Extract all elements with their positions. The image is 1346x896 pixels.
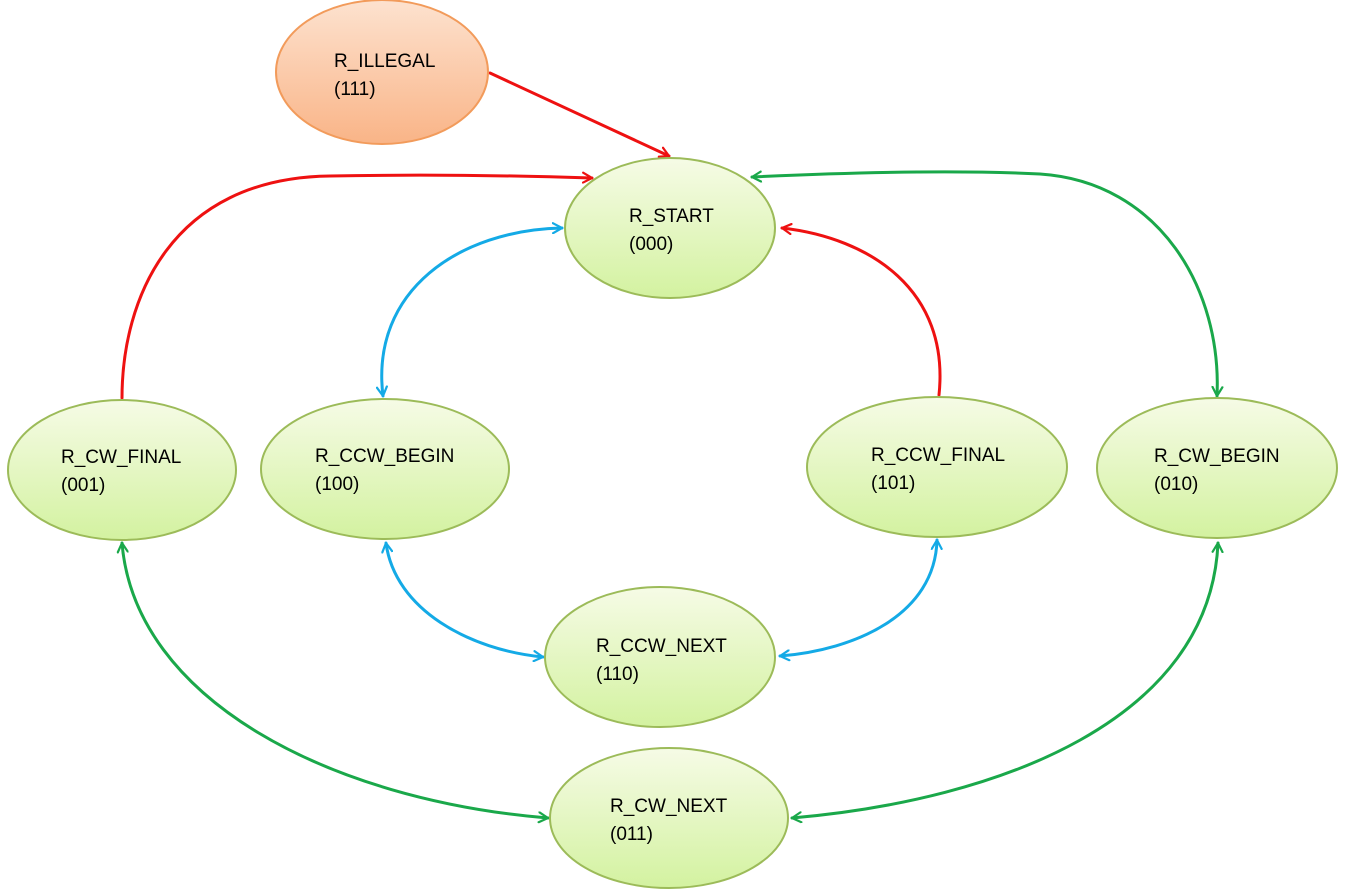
state-ccw-begin-name: R_CCW_BEGIN <box>315 446 454 467</box>
transition-illegal-to-start <box>488 71 671 156</box>
state-cw-final: R_CW_FINAL (001) <box>7 399 237 541</box>
state-ccw-next-name: R_CCW_NEXT <box>596 636 727 657</box>
state-cw-final-name: R_CW_FINAL <box>61 447 181 468</box>
state-start-name: R_START <box>629 206 714 227</box>
transition-cw-next-cw-begin <box>790 541 1218 818</box>
transition-ccw-next-ccw-final <box>778 538 937 656</box>
state-ccw-final-name: R_CCW_FINAL <box>871 445 1005 466</box>
transition-ccw-begin-ccw-next <box>386 541 545 657</box>
transition-ccw-final-to-start <box>780 228 942 397</box>
transition-cw-final-to-start <box>120 175 594 400</box>
state-cw-begin-name: R_CW_BEGIN <box>1154 446 1280 467</box>
state-ccw-next: R_CCW_NEXT (110) <box>544 586 776 728</box>
state-cw-next-code: (011) <box>610 824 653 845</box>
state-start: R_START (000) <box>564 157 776 299</box>
state-illegal: R_ILLEGAL (111) <box>275 0 489 145</box>
state-cw-begin-code: (010) <box>1154 474 1198 495</box>
state-ccw-final-code: (101) <box>871 473 915 494</box>
transitions <box>120 71 1218 818</box>
state-cw-next-name: R_CW_NEXT <box>610 796 728 817</box>
state-cw-next: R_CW_NEXT (011) <box>549 747 789 889</box>
state-start-code: (000) <box>629 234 673 255</box>
state-ccw-begin-code: (100) <box>315 474 359 495</box>
transition-start-ccw-begin <box>382 228 564 398</box>
state-ccw-next-code: (110) <box>596 664 639 685</box>
state-cw-begin: R_CW_BEGIN (010) <box>1096 397 1338 539</box>
transition-start-cw-begin <box>750 170 1217 398</box>
transition-cw-final-cw-next <box>122 541 550 818</box>
state-ccw-final: R_CCW_FINAL (101) <box>806 396 1068 538</box>
state-illegal-name: R_ILLEGAL <box>334 51 435 72</box>
state-ccw-begin: R_CCW_BEGIN (100) <box>260 398 510 540</box>
state-illegal-code: (111) <box>334 79 376 100</box>
state-cw-final-code: (001) <box>61 475 105 496</box>
